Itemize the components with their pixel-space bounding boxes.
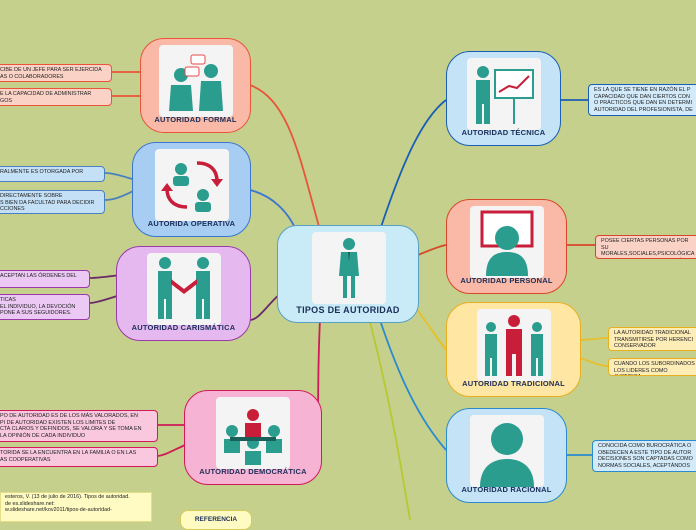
presenter-screen-icon [469, 206, 544, 278]
central-title: TIPOS DE AUTORIDAD [296, 305, 400, 315]
node-label: AUTORIDAD CARISMÁTICA [131, 323, 236, 332]
note-personal-1[interactable]: POSEE CIERTAS PERSONAS POR SU MORALES,SO… [595, 235, 696, 259]
citation-note[interactable]: esteros, V. (13 de julio de 2016). Tipos… [0, 492, 152, 522]
node-label: AUTORIDAD TÉCNICA [461, 128, 546, 137]
businessman-icon [312, 232, 386, 304]
handshake-icon [146, 253, 221, 325]
node-label: AUTORIDAD PERSONAL [460, 276, 553, 285]
link-referencia [369, 321, 411, 520]
node-autoridad-carismatica[interactable]: AUTORIDAD CARISMÁTICA [116, 246, 251, 341]
note-formal-1[interactable]: CIBE DE UN JEFE PARA SER EJERCIDA AS O C… [0, 64, 112, 82]
note-carismatica-1[interactable]: ACEPTAN LAS ÓRDENES DEL [0, 270, 90, 288]
people-chatting-icon [158, 45, 233, 117]
node-label: AUTORIDA OPERATIVA [147, 219, 236, 228]
node-autoridad-tecnica[interactable]: AUTORIDAD TÉCNICA [446, 51, 561, 146]
central-topic[interactable]: TIPOS DE AUTORIDAD [277, 225, 419, 323]
note-operativa-1[interactable]: RALMENTE ES OTORGADA POR [0, 166, 105, 182]
node-autoridad-formal[interactable]: AUTORIDAD FORMAL [140, 38, 251, 133]
link-tecnica [379, 99, 447, 231]
user-icon [469, 415, 544, 487]
node-autoridad-operativa[interactable]: AUTORIDA OPERATIVA [132, 142, 251, 237]
node-label: AUTORIDAD TRADICIONAL [462, 379, 565, 388]
node-label: AUTORIDAD DEMOCRÁTICA [199, 467, 307, 476]
note-carismatica-2[interactable]: TICAS EL INDIVIDUO, LA DEVOCIÓN PONE A S… [0, 294, 90, 320]
note-democratica-1[interactable]: PO DE AUTORIDAD ES DE LOS MÁS VALORADOS,… [0, 410, 158, 442]
exchange-people-icon [154, 149, 229, 221]
note-democratica-2[interactable]: TORIDA SE LA ENCUENTRA EN LA FAMILIA O E… [0, 447, 158, 467]
meeting-icon [216, 397, 290, 469]
node-label: AUTORIDAD FORMAL [154, 115, 237, 124]
note-operativa-2[interactable]: DIRECTAMENTE SOBRE S BIEN DA FACULTAD PA… [0, 190, 105, 214]
link-formal [249, 84, 321, 231]
node-autoridad-racional[interactable]: AUTORIDAD RACIONAL [446, 408, 567, 503]
note-racional-1[interactable]: CONOCIDA COMO BUROCRÁTICA O OBEDECEN A E… [592, 440, 696, 472]
presentation-icon [466, 58, 541, 130]
note-tecnica-1[interactable]: ES LA QUE SE TIENE EN RAZÓN EL P CAPACID… [588, 84, 696, 116]
note-tradicional-2[interactable]: CUANDO LOS SUBORDINADOS LOS LIDERES COMO… [608, 358, 696, 376]
link-racional [379, 319, 447, 451]
node-autoridad-personal[interactable]: AUTORIDAD PERSONAL [446, 199, 567, 294]
note-formal-2[interactable]: E LA CAPACIDAD DE ADMINISTRAR GOS [0, 88, 112, 106]
node-label: AUTORIDAD RACIONAL [461, 485, 552, 494]
link-personal [417, 244, 447, 256]
group-leader-icon [476, 309, 551, 381]
node-autoridad-democratica[interactable]: AUTORIDAD DEMOCRÁTICA [184, 390, 322, 485]
node-autoridad-tradicional[interactable]: AUTORIDAD TRADICIONAL [446, 302, 581, 397]
note-tradicional-1[interactable]: LA AUTORIDAD TRADICIONAL TRANSMITIRSE PO… [608, 327, 696, 351]
node-referencia[interactable]: REFERENCIA [180, 510, 252, 530]
